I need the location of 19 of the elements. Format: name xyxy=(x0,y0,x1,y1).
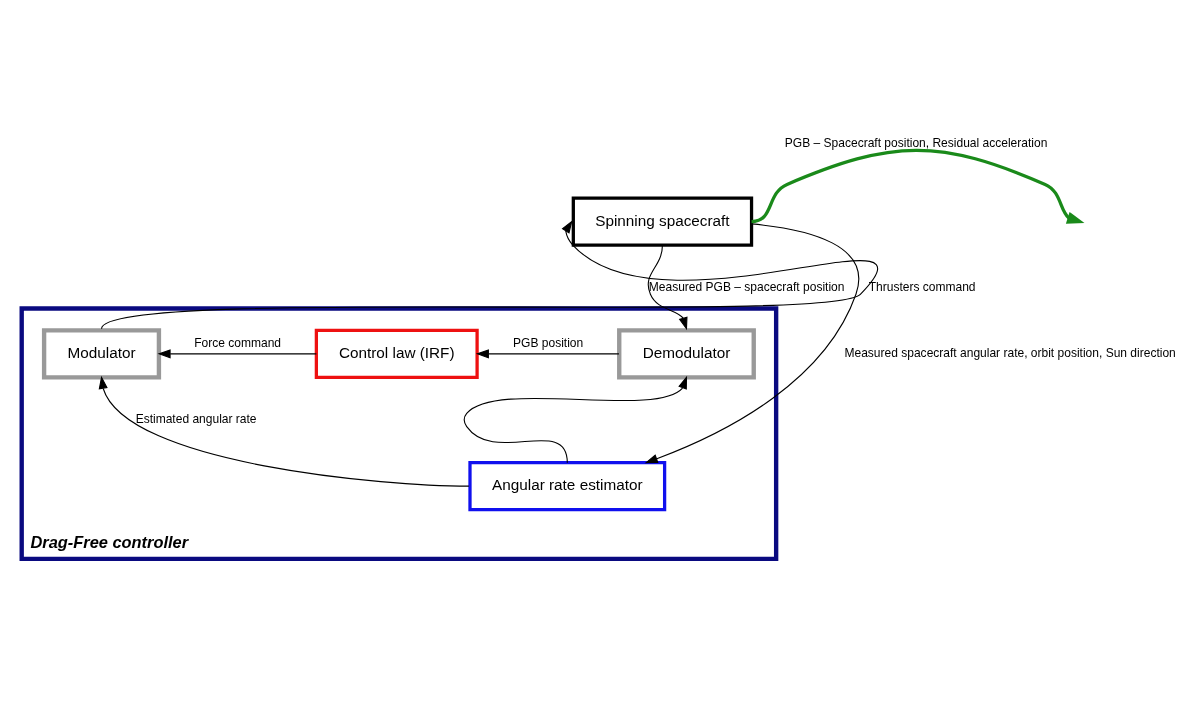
arrow xyxy=(647,244,688,330)
arrow xyxy=(98,375,470,487)
node-box: Modulator xyxy=(41,327,162,380)
arrow xyxy=(463,375,688,463)
arrow xyxy=(751,148,1085,224)
node-box: Demodulator xyxy=(617,327,756,380)
edge-label: PGB – Spacecraft position, Residual acceleration xyxy=(784,135,1048,150)
arrow xyxy=(475,348,620,358)
arrow xyxy=(157,348,317,358)
node-box: Control law (IRF) xyxy=(314,328,479,379)
edge-label: Force command xyxy=(194,335,282,350)
node-box: Angular rate estimator xyxy=(468,460,667,511)
edge-label: PGB position xyxy=(513,335,584,350)
edge-label: Measured spacecraft angular rate, orbit position, Sun direction xyxy=(844,345,1176,360)
edge-label: Thrusters command xyxy=(868,279,976,294)
edge-label: Measured PGB – spacecraft position xyxy=(648,279,845,294)
arrow xyxy=(644,222,860,463)
edge-label: Estimated angular rate xyxy=(135,411,257,426)
node-box: Spinning spacecraft xyxy=(571,195,754,247)
